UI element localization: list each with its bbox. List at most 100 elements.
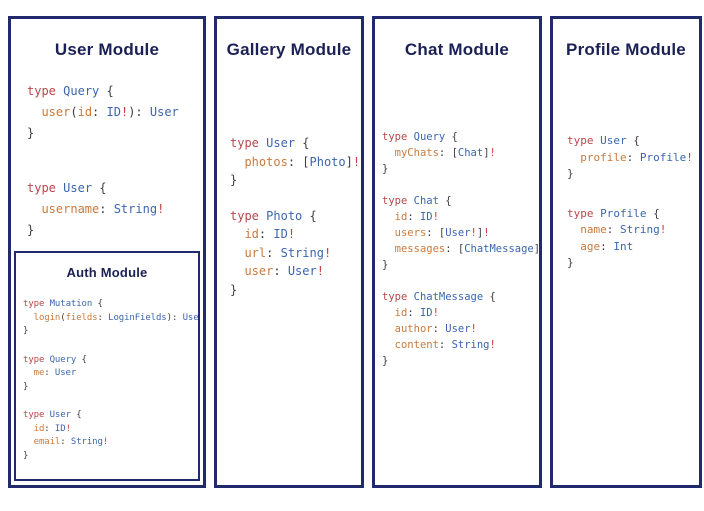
code-token-punctuation: : [ — [445, 243, 465, 256]
type-definition: type Query { me: User} — [23, 354, 198, 395]
code-token-keyword: type — [382, 131, 408, 143]
code-line: email: String! — [23, 436, 198, 450]
code-token-punctuation: } — [27, 223, 35, 237]
code-token-punctuation: ] — [345, 154, 353, 169]
module-title: Gallery Module — [226, 40, 352, 59]
code-line: photos: [Photo]! — [230, 153, 361, 172]
code-token-type-name: ID — [419, 306, 433, 319]
code-token-non-null-bang: ! — [432, 306, 439, 319]
code-line: } — [23, 450, 198, 464]
code-token-field-name: id — [394, 306, 408, 319]
code-token-punctuation: : — [626, 150, 640, 164]
code-token-non-null-bang: ! — [157, 202, 165, 216]
code-token-non-null-bang: ! — [323, 245, 332, 260]
code-line: messages: [ChatMessage]! — [382, 241, 539, 257]
code-line: type Profile { — [567, 206, 699, 223]
code-token-field-name: email — [33, 437, 61, 447]
code-token-punctuation: } — [230, 173, 238, 187]
code-token-type-name: User — [445, 227, 471, 240]
code-user-module: type Query { user(id: ID!): User}type Us… — [27, 81, 203, 241]
code-token-field-name: user — [244, 264, 274, 278]
code-token-punctuation: : — [60, 437, 71, 447]
code-token-keyword: type — [567, 134, 594, 147]
code-token-type-name: String — [70, 437, 103, 447]
code-token-type-name: ChatMessage — [464, 243, 534, 256]
code-line: type Query { — [382, 129, 539, 145]
code-token-punctuation: { — [92, 299, 103, 309]
code-token-type-name: User — [266, 136, 296, 150]
panel-profile-module: Profile Module type User { profile: Prof… — [550, 16, 702, 488]
code-line: type Chat { — [382, 193, 539, 209]
code-token-punctuation: ): — [166, 312, 183, 323]
code-token-keyword: type — [382, 194, 408, 207]
type-definition: type Chat { id: ID! users: [User!]! mess… — [382, 193, 539, 274]
type-definition: type Query { myChats: [Chat]!} — [382, 129, 539, 178]
code-line: id: ID! — [382, 209, 539, 225]
type-definition: type Mutation { login(fields: LoginField… — [23, 298, 198, 339]
code-token-type-name: Query — [49, 354, 77, 365]
code-token-type-name: Profile — [600, 206, 647, 220]
code-token-punctuation: : [ — [438, 147, 458, 160]
type-definition: type User { photos: [Photo]!} — [230, 134, 361, 190]
code-token-non-null-bang: ! — [65, 423, 71, 434]
code-token-punctuation — [230, 264, 244, 278]
code-token-keyword: type — [567, 206, 594, 220]
code-line: } — [27, 123, 203, 144]
code-line: id: ID! — [230, 225, 361, 244]
code-token-punctuation: { — [646, 206, 660, 220]
code-line: id: ID! — [23, 423, 198, 437]
code-token-type-name: ID — [106, 105, 121, 119]
code-line: type User { — [23, 409, 198, 423]
code-token-punctuation: } — [382, 355, 389, 368]
code-token-type-name: User — [287, 264, 317, 278]
code-token-field-name: login — [33, 312, 61, 323]
code-token-punctuation — [230, 155, 244, 169]
code-line: age: Int — [567, 239, 699, 256]
code-token-type-name: Photo — [309, 154, 346, 169]
code-token-punctuation: { — [445, 131, 458, 143]
code-token-type-name: Mutation — [49, 299, 93, 309]
code-token-punctuation: : — [273, 264, 288, 278]
code-token-field-name: profile — [580, 150, 627, 164]
code-token-punctuation: { — [302, 208, 317, 223]
code-token-field-name: user — [41, 105, 71, 119]
code-line: myChats: [Chat]! — [382, 145, 539, 161]
code-token-non-null-bang: ! — [120, 105, 129, 119]
code-token-keyword: type — [27, 181, 56, 195]
module-title: User Module — [54, 40, 160, 59]
code-token-field-name: me — [33, 368, 45, 378]
code-token-type-name: ID — [419, 210, 433, 223]
graphql-modules-diagram: User Module type Query { user(id: ID!): … — [8, 16, 702, 488]
type-definition: type User { username: String!} — [27, 178, 203, 241]
code-token-field-name: username — [41, 202, 100, 216]
code-token-punctuation: : — [92, 105, 107, 119]
code-token-keyword: type — [23, 410, 45, 420]
code-token-punctuation — [23, 368, 34, 378]
code-token-punctuation — [23, 313, 34, 323]
code-token-non-null-bang: ! — [470, 323, 477, 336]
code-token-non-null-bang: ! — [102, 437, 109, 447]
code-token-non-null-bang: ! — [287, 227, 296, 241]
code-token-keyword: type — [230, 136, 259, 150]
code-line: } — [27, 220, 203, 241]
code-token-non-null-bang: ! — [489, 339, 496, 352]
code-line: type User { — [567, 133, 699, 150]
code-token-punctuation: : — [606, 223, 620, 236]
code-token-type-name: ID — [54, 423, 66, 434]
code-token-punctuation: ( — [60, 312, 66, 323]
code-token-type-name: String — [113, 202, 158, 216]
code-line: author: User! — [382, 321, 539, 337]
panel-chat-module: Chat Module type Query { myChats: [Chat]… — [372, 16, 542, 488]
code-token-punctuation: ] — [533, 243, 541, 256]
code-token-non-null-bang: ! — [483, 227, 490, 240]
code-token-punctuation — [382, 243, 395, 255]
code-token-type-name: User — [182, 312, 199, 323]
type-definition: type Profile { name: String! age: Int} — [567, 206, 699, 272]
code-line: username: String! — [27, 199, 203, 220]
code-line: login(fields: LoginFields): User — [23, 312, 198, 326]
code-token-non-null-bang: ! — [686, 150, 693, 164]
code-line: type Query { — [27, 81, 203, 102]
code-token-punctuation — [567, 223, 580, 236]
code-token-field-name: photos — [244, 154, 288, 169]
code-token-non-null-bang: ! — [470, 227, 477, 240]
